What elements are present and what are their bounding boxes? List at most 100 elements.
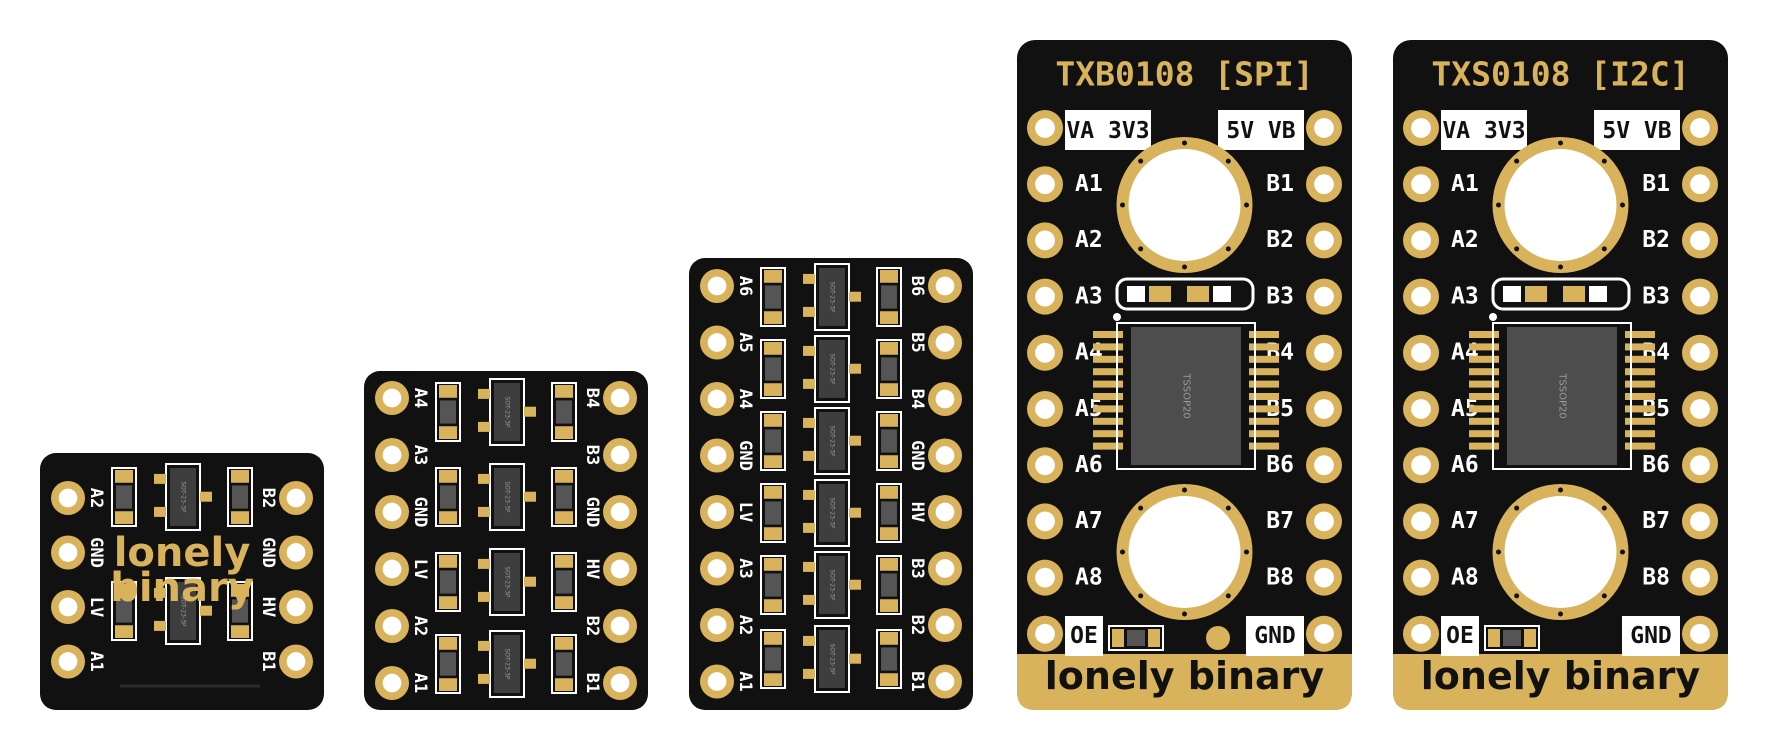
transistor-marking: SOT-23-3P [829,281,836,312]
pin-hole [610,388,630,408]
transistor-body [494,635,520,693]
board-title: TXB0108 [SPI] [1055,55,1313,94]
pin-hole [1411,286,1431,307]
via [1244,202,1249,208]
pin-hole [1411,399,1431,419]
transistor-body [819,556,845,614]
part-pad [439,555,457,568]
pin-hole [382,388,402,408]
via [1225,593,1231,599]
chip-lead [1469,355,1499,363]
transistor-pin [478,421,490,432]
transistor-pin [803,450,815,461]
pin-label-right: B2 [258,488,278,508]
part-body [881,285,897,309]
pin-hole [1314,118,1334,138]
transistor-pin [803,522,815,533]
pin-hole [1690,230,1710,251]
part-body [765,501,781,525]
part-body [765,573,781,597]
chip-lead [1469,417,1499,425]
part-pad [1524,629,1536,647]
part-pad [115,511,133,524]
via [1620,202,1625,208]
pin-hole [382,559,402,579]
part-pad [231,584,249,597]
pin-label-left: A8 [1075,564,1103,590]
via [1225,158,1231,164]
pin-hole [1314,230,1334,251]
pin-hole [707,389,727,409]
via [1514,246,1520,252]
pin-label-left: A7 [1075,508,1103,534]
pin-label-left: A4 [410,388,430,408]
transistor-pin [478,591,490,602]
part-pad [1148,629,1160,647]
part-pad [555,678,573,691]
transistor-marking: SOT-23-3P [180,595,187,626]
jumper-pad [1563,286,1585,302]
transistor-pin [803,561,815,572]
transistor-pin [524,576,536,587]
pin-hole [1035,286,1055,307]
pin-label-left: A5 [735,332,755,352]
pin-label-left: A1 [735,671,755,691]
part-outline [1108,625,1164,651]
chip-lead [1249,331,1279,338]
transistor-pin [478,506,490,517]
part-body [556,485,572,509]
pin-label-right: B8 [1266,564,1294,590]
pin-label-left: A2 [1451,227,1479,253]
transistor-marking: SOT-23-3P [180,481,187,512]
va-label: VA 3V3 [1066,118,1149,144]
part-body [232,485,248,509]
pin1-marker [1113,313,1121,321]
transistor-body [170,582,196,640]
part-body [116,599,132,623]
part-body [765,647,781,671]
chip-marking: TSSOP20 [1181,372,1192,418]
via [1120,202,1125,208]
pin-hole [1411,174,1431,195]
jumper-pad [1503,286,1521,302]
pin-label-right: B1 [907,671,927,691]
transistor-pin [200,491,212,502]
chip-lead [1093,331,1123,338]
pin-hole [707,502,727,522]
pin-label-right: HV [258,597,278,617]
brand-text: lonely [114,530,251,576]
pin-hole [610,559,630,579]
pin-hole [1314,342,1334,363]
board-title: TXS0108 [I2C] [1431,55,1689,94]
part-pad [764,455,782,468]
part-outline [760,629,786,689]
pin-label-right: GND [907,440,927,471]
pin-label-right: GND [582,497,602,528]
pin-hole [1035,118,1055,138]
pin-hole [935,502,955,522]
chip-lead [1625,417,1655,425]
pin-label-left: A2 [410,616,430,636]
transistor-body [170,468,196,526]
via [1601,505,1607,511]
part-outline [760,555,786,615]
part-pad [1112,629,1124,647]
pin-label-left: A3 [1075,283,1103,309]
label-box [1594,110,1680,150]
pin-hole [1035,174,1055,195]
via [1514,593,1520,599]
pin-label-left: A3 [410,445,430,465]
pin-label-left: A2 [735,615,755,635]
pin-hole [1690,567,1710,588]
part-body [440,570,456,594]
part-outline [435,634,461,694]
pin-hole [935,333,955,352]
transistor-pin [154,506,166,517]
chip-lead [1469,380,1499,388]
via [1182,264,1187,270]
transistor-pin [154,620,166,631]
part-outline [876,267,902,327]
transistor-marking: SOT-23-3P [829,643,836,674]
pin-hole [1035,230,1055,251]
